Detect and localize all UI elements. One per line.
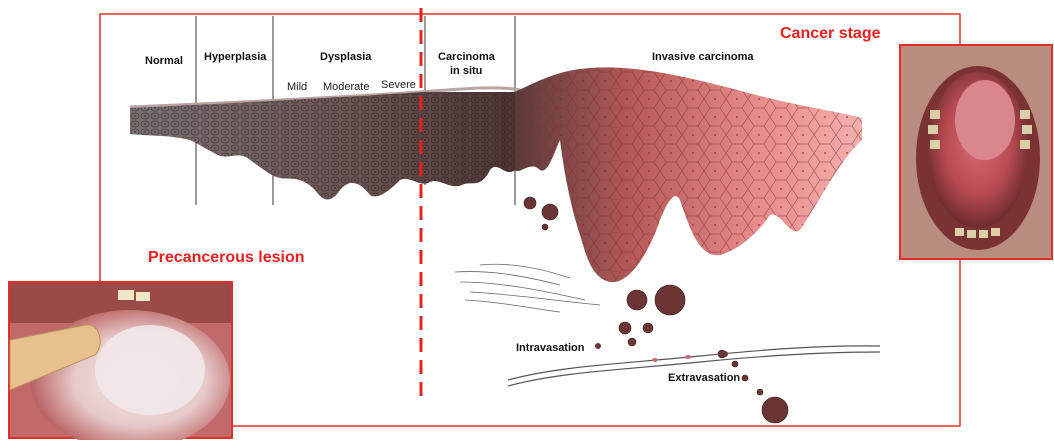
label-mild: Mild [287,81,307,93]
label-dysplasia: Dysplasia [320,51,372,63]
label-severe: Severe [381,79,416,91]
label-moderate: Moderate [323,81,369,93]
label-intravasation: Intravasation [516,342,585,354]
label-hyperplasia: Hyperplasia [204,51,267,63]
photo-precancerous-lesion [9,282,232,440]
callout-cancer-stage: Cancer stage [780,25,881,42]
label-carcinoma-line2: in situ [450,65,482,77]
label-invasive: Invasive carcinoma [652,51,754,63]
callout-precancerous: Precancerous lesion [148,249,305,266]
label-normal: Normal [145,55,183,67]
label-carcinoma-line1: Carcinoma [438,51,496,63]
label-extravasation: Extravasation [668,372,740,384]
photo-cancer-stage [900,45,1052,259]
